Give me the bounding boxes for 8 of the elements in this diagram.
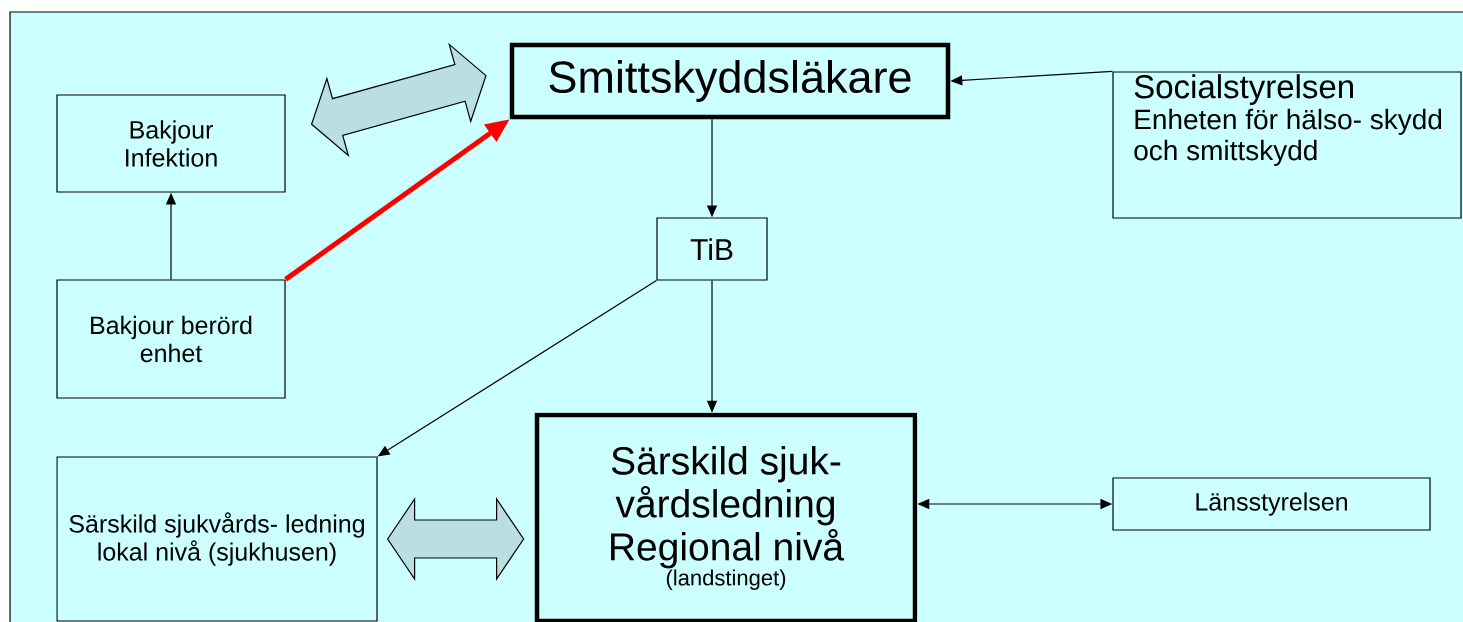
text-box: Bakjour berörd enhet — [56, 279, 286, 399]
heading-box: Särskild sjuk- vårdsledning Regional nivå (landstinget) — [534, 412, 918, 622]
text-box: Bakjour Infektion — [56, 94, 286, 193]
text-box: Särskild sjukvårds- ledning lokal nivå (sjukhusen) — [56, 456, 378, 622]
text-box: Socialstyrelsen Enheten för hälso- skydd och smittskydd — [1112, 71, 1462, 219]
text-box: Länsstyrelsen — [1112, 477, 1431, 531]
text-box: TiB — [656, 217, 768, 281]
heading-box: Smittskyddsläkare — [509, 42, 951, 120]
